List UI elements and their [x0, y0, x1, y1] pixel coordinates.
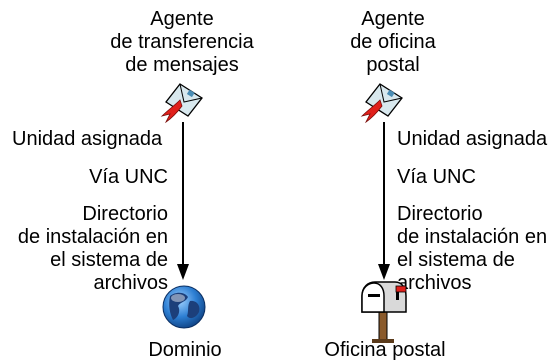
right-heading: Agente de oficina postal: [350, 8, 436, 76]
left-label-install-dir: Directorio de instalación en el sistema …: [17, 203, 168, 294]
right-label-unc: Vía UNC: [397, 166, 476, 188]
right-flow-arrow: [378, 122, 390, 280]
mailbox-icon: [361, 281, 407, 343]
left-flow-arrow: [177, 122, 189, 280]
right-label-mapped-drive: Unidad asignada: [397, 128, 548, 150]
right-mail-agent-icon: [360, 83, 403, 124]
left-label-mapped-drive: Unidad asignada: [12, 128, 163, 150]
left-mail-agent-icon: [160, 83, 203, 124]
globe-icon: [162, 285, 206, 329]
right-caption-post-office: Oficina postal: [324, 339, 446, 361]
right-label-install-dir: Directorio de instalación en el sistema …: [397, 203, 548, 294]
left-caption-domain: Dominio: [148, 339, 222, 361]
left-label-unc: Vía UNC: [89, 166, 168, 188]
left-heading: Agente de transferencia de mensajes: [110, 8, 254, 76]
